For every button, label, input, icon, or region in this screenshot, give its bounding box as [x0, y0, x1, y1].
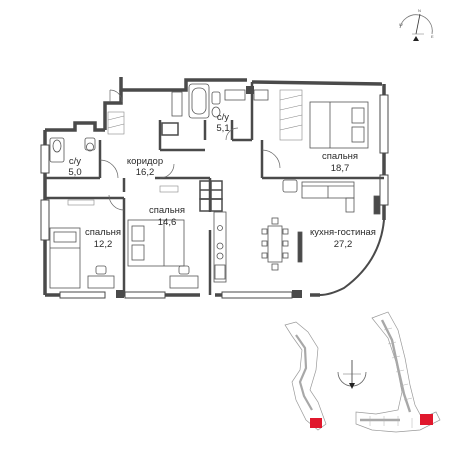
wardrobes [67, 89, 303, 206]
room-name-bath-left: с/у [69, 156, 81, 167]
shafts [161, 122, 223, 212]
desks [87, 179, 298, 289]
dining-table [261, 217, 289, 271]
room-name-kitchen: кухня-гостиная [310, 227, 376, 238]
compass-top: N E W [399, 8, 434, 41]
compass-e: E [431, 34, 434, 39]
bath-left-fixtures [49, 137, 96, 163]
room-labels: с/у 5,0 коридор 16,2 с/у 5,1 спальня 18,… [68, 112, 376, 250]
compass-n: N [418, 8, 421, 13]
interior-walls [45, 82, 384, 295]
bath-top-fixtures [171, 83, 269, 119]
room-area-bedroom-sw: 12,2 [94, 239, 113, 250]
door-swings [99, 89, 281, 211]
room-name-corridor: коридор [127, 156, 163, 167]
room-area-bedroom-ne: 18,7 [331, 163, 350, 174]
room-name-bedroom-ne: спальня [322, 151, 358, 162]
compass-w: W [399, 22, 403, 27]
site-plan [284, 311, 441, 433]
living-furniture [297, 181, 381, 263]
room-name-bedroom-sw: спальня [85, 227, 121, 238]
windows [40, 94, 389, 299]
room-area-bedroom-mid: 14,6 [158, 217, 177, 228]
columns [116, 86, 302, 298]
room-area-corridor: 16,2 [136, 167, 155, 178]
room-name-bath-top: с/у [217, 112, 229, 123]
room-area-kitchen: 27,2 [334, 239, 353, 250]
room-area-bath-top: 5,1 [216, 123, 229, 134]
beds [49, 101, 369, 289]
kitchen-counter [213, 211, 227, 283]
room-area-bath-left: 5,0 [68, 167, 81, 178]
room-name-bedroom-mid: спальня [149, 205, 185, 216]
